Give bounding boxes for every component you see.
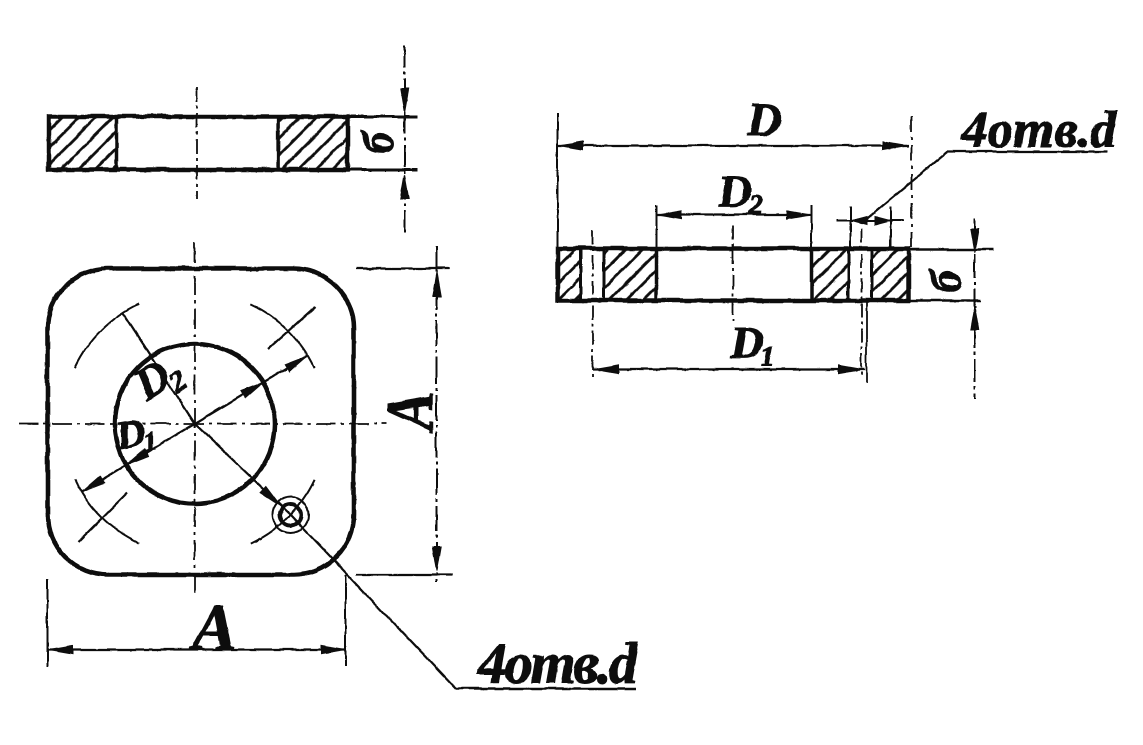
- svg-text:4отв.d: 4отв.d: [960, 101, 1117, 158]
- svg-text:4отв.d: 4отв.d: [476, 630, 638, 695]
- svg-text:1: 1: [760, 341, 774, 372]
- svg-text:A: A: [372, 391, 447, 433]
- svg-text:1: 1: [141, 425, 159, 456]
- svg-text:б: б: [353, 129, 402, 153]
- svg-text:D: D: [729, 316, 763, 367]
- svg-text:D: D: [746, 93, 782, 146]
- svg-text:D: D: [717, 165, 751, 216]
- svg-text:2: 2: [747, 190, 762, 221]
- svg-text:A: A: [188, 591, 236, 664]
- svg-text:б: б: [921, 268, 970, 292]
